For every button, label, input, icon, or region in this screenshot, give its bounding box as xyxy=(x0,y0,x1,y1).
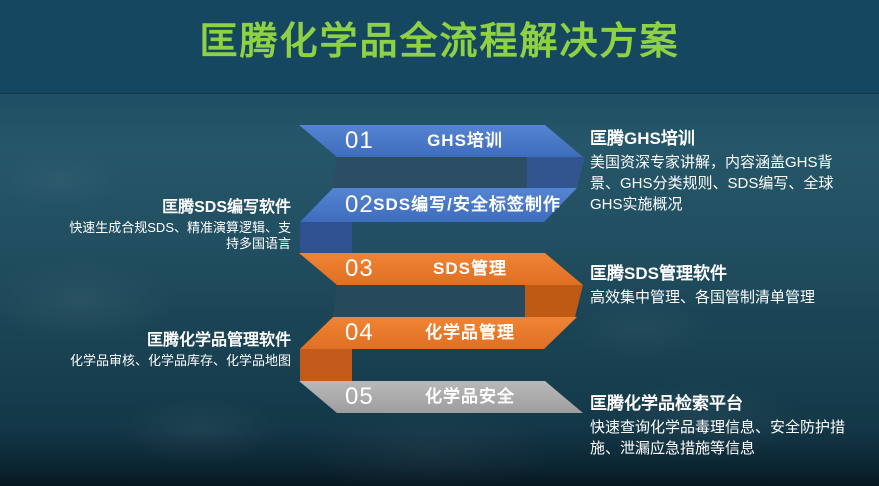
step-4-number: 04 xyxy=(345,319,374,346)
detail-step-5: 匡腾化学品检索平台 快速查询化学品毒理信息、安全防护措施、泄漏应急措施等信息 xyxy=(590,393,856,459)
step-3-label: SDS管理 xyxy=(433,259,507,278)
fold-edge-1-2 xyxy=(527,157,585,188)
fold-edge-4-5 xyxy=(300,349,352,381)
banner-4-shape xyxy=(300,317,577,349)
detail-1-description: 美国资深专家讲解，内容涵盖GHS背景、GHS分类规则、SDS编写、全球GHS实施… xyxy=(590,154,834,213)
detail-step-1: 匡腾GHS培训 美国资深专家讲解，内容涵盖GHS背景、GHS分类规则、SDS编写… xyxy=(590,128,856,215)
step-4-label: 化学品管理 xyxy=(425,323,515,342)
banner-3-shape xyxy=(299,253,583,285)
detail-5-title: 匡腾化学品检索平台 xyxy=(590,394,743,413)
step-1-number: 01 xyxy=(345,127,374,154)
fold-edge-3-4 xyxy=(525,285,583,317)
banner-5-shape xyxy=(299,381,583,413)
detail-5-description: 快速查询化学品毒理信息、安全防护措施、泄漏应急措施等信息 xyxy=(590,419,846,457)
detail-step-2: 匡腾SDS编写软件 快速生成合规SDS、精准演算逻辑、支持多国语言 xyxy=(59,198,291,252)
detail-step-3: 匡腾SDS管理软件 高效集中管理、各国管制清单管理 xyxy=(590,263,856,308)
step-2-number: 02 xyxy=(345,191,374,218)
fold-band-1-2 xyxy=(333,157,527,188)
detail-4-description: 化学品审核、化学品库存、化学品地图 xyxy=(69,353,291,368)
detail-step-4: 匡腾化学品管理软件 化学品审核、化学品库存、化学品地图 xyxy=(59,331,291,369)
detail-3-title: 匡腾SDS管理软件 xyxy=(590,264,727,283)
detail-1-title: 匡腾GHS培训 xyxy=(590,129,695,148)
banner-2-shape xyxy=(300,188,577,222)
banner-1-shape xyxy=(299,125,583,157)
step-5-number: 05 xyxy=(345,383,374,410)
step-1-label: GHS培训 xyxy=(427,131,503,150)
step-3-number: 03 xyxy=(345,255,374,282)
detail-3-description: 高效集中管理、各国管制清单管理 xyxy=(590,289,816,306)
step-5-label: 化学品安全 xyxy=(425,387,515,406)
fold-band-3-4 xyxy=(333,285,525,317)
fold-edge-2-3 xyxy=(300,222,352,253)
detail-4-title: 匡腾化学品管理软件 xyxy=(146,332,291,349)
step-2-label: SDS编写/安全标签制作 xyxy=(373,195,561,214)
page-title: 匡腾化学品全流程解决方案 xyxy=(199,21,680,63)
detail-2-title: 匡腾SDS编写软件 xyxy=(162,199,291,216)
header-band xyxy=(0,0,879,94)
detail-2-description: 快速生成合规SDS、精准演算逻辑、支持多国语言 xyxy=(69,220,291,251)
